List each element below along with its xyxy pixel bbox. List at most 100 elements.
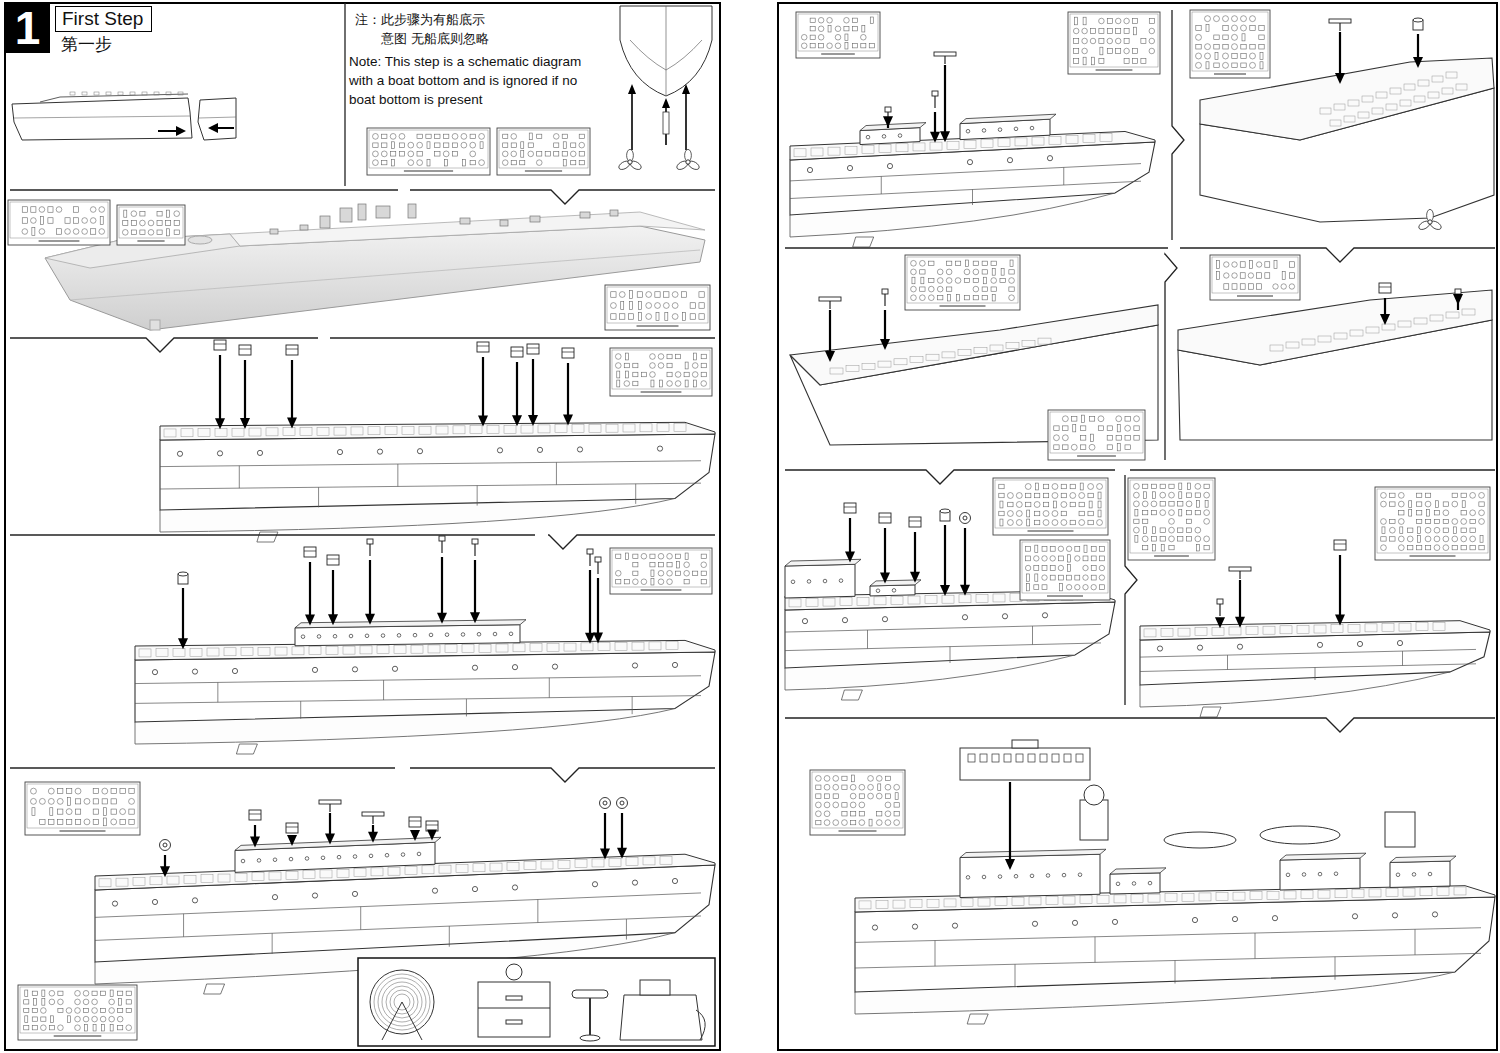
placement-arrow <box>158 130 178 132</box>
porthole <box>353 855 357 859</box>
bridge-window <box>1028 754 1035 762</box>
sprue-part <box>75 809 80 814</box>
deck-tile <box>207 648 219 656</box>
deck-tile <box>1046 897 1058 905</box>
arrow-head <box>1005 859 1015 870</box>
sprue-code <box>1096 69 1133 71</box>
arrow-head <box>930 132 940 143</box>
deck-tile <box>1399 623 1411 631</box>
porthole <box>1397 640 1402 645</box>
sprue-inner-frame <box>10 202 108 238</box>
hull-strake <box>95 893 701 917</box>
sprue-part <box>895 793 898 800</box>
porthole <box>962 615 967 620</box>
sprue-part <box>1100 47 1103 55</box>
sprue-part <box>1134 27 1137 35</box>
sprue-frame <box>117 205 185 245</box>
part-detail <box>620 801 624 805</box>
sprue-part <box>1452 493 1457 497</box>
sprue-part <box>49 999 55 1005</box>
small-part <box>286 823 298 833</box>
deck-tile <box>910 900 922 908</box>
deck-tile <box>555 425 567 433</box>
sprue-part <box>650 363 656 369</box>
sprue-frame <box>796 12 880 58</box>
hull-panel-line <box>935 941 936 967</box>
arrow-head <box>160 866 170 877</box>
deck-fitting <box>130 92 135 95</box>
sprue-thumbnail <box>1068 12 1160 74</box>
small-part <box>477 342 489 352</box>
sprue-part <box>1195 483 1201 489</box>
part-detail <box>249 814 261 815</box>
sprue-part <box>658 553 664 559</box>
sprue-part <box>1054 426 1059 431</box>
deck-tile <box>1038 338 1051 344</box>
sprue-part <box>1000 278 1005 282</box>
sprue-part <box>120 789 125 794</box>
sprue-part <box>1025 484 1031 490</box>
deck-tile <box>1012 897 1024 905</box>
panel-frame <box>778 3 1497 1050</box>
sprue-part <box>641 372 646 377</box>
deck-tile <box>1144 629 1156 637</box>
sprue-part <box>701 363 706 368</box>
deck-tile <box>218 874 230 882</box>
superstructure <box>230 212 705 246</box>
sprue-inner-frame <box>907 257 1018 303</box>
sprue-part <box>480 142 483 149</box>
part-bar <box>934 52 956 56</box>
sprue-part <box>1217 260 1220 268</box>
sprue-frame <box>497 128 590 175</box>
sprue-part <box>1196 26 1201 31</box>
sprue-part <box>859 812 864 816</box>
deck-tile <box>394 645 406 653</box>
sprue-part <box>859 794 864 798</box>
part-outline <box>304 547 316 557</box>
sprue-part <box>1232 284 1237 290</box>
sprue-part <box>39 229 45 235</box>
deck-tile <box>640 424 652 432</box>
sprue-part <box>1152 527 1155 534</box>
deck-tile <box>1334 333 1347 339</box>
sprue-part <box>1050 566 1055 571</box>
deck-tile <box>1320 108 1331 114</box>
sprue-part <box>1232 54 1237 59</box>
hull-panel-line <box>397 464 398 486</box>
placement-arrow <box>621 813 623 850</box>
sprue-part <box>1169 536 1175 542</box>
deck-tile <box>385 427 397 435</box>
sprue-part <box>1134 416 1140 422</box>
sprue-part <box>869 44 874 48</box>
sprue-part <box>675 372 681 378</box>
sprue-part <box>1062 416 1068 422</box>
part-detail <box>963 516 967 520</box>
deck-tile <box>1331 625 1343 633</box>
porthole <box>289 857 293 861</box>
porthole <box>882 617 887 622</box>
sprue-code <box>1154 555 1189 557</box>
deck-tile <box>1430 315 1443 321</box>
sprue-part <box>417 152 422 156</box>
small-part <box>511 347 523 357</box>
deck-tile <box>354 869 366 877</box>
sprue-part <box>1036 483 1039 490</box>
sprue-part <box>1027 519 1030 526</box>
sprue-part <box>651 570 654 576</box>
sprue-part <box>427 142 430 149</box>
part-outline <box>617 798 628 809</box>
sprue-thumbnail <box>8 200 110 245</box>
placement-arrow <box>329 813 331 836</box>
placement-arrow <box>944 525 946 587</box>
small-part <box>286 345 298 355</box>
sprue-part <box>1016 502 1022 508</box>
deck-tile <box>894 359 907 365</box>
porthole <box>417 449 422 454</box>
sprue-part <box>1054 445 1059 450</box>
sprue-part <box>624 381 630 387</box>
sprue-part <box>868 793 874 799</box>
sprue-part <box>92 999 98 1005</box>
sprue-part <box>1149 38 1155 44</box>
porthole <box>1432 912 1437 917</box>
sprue-part <box>1152 492 1155 499</box>
